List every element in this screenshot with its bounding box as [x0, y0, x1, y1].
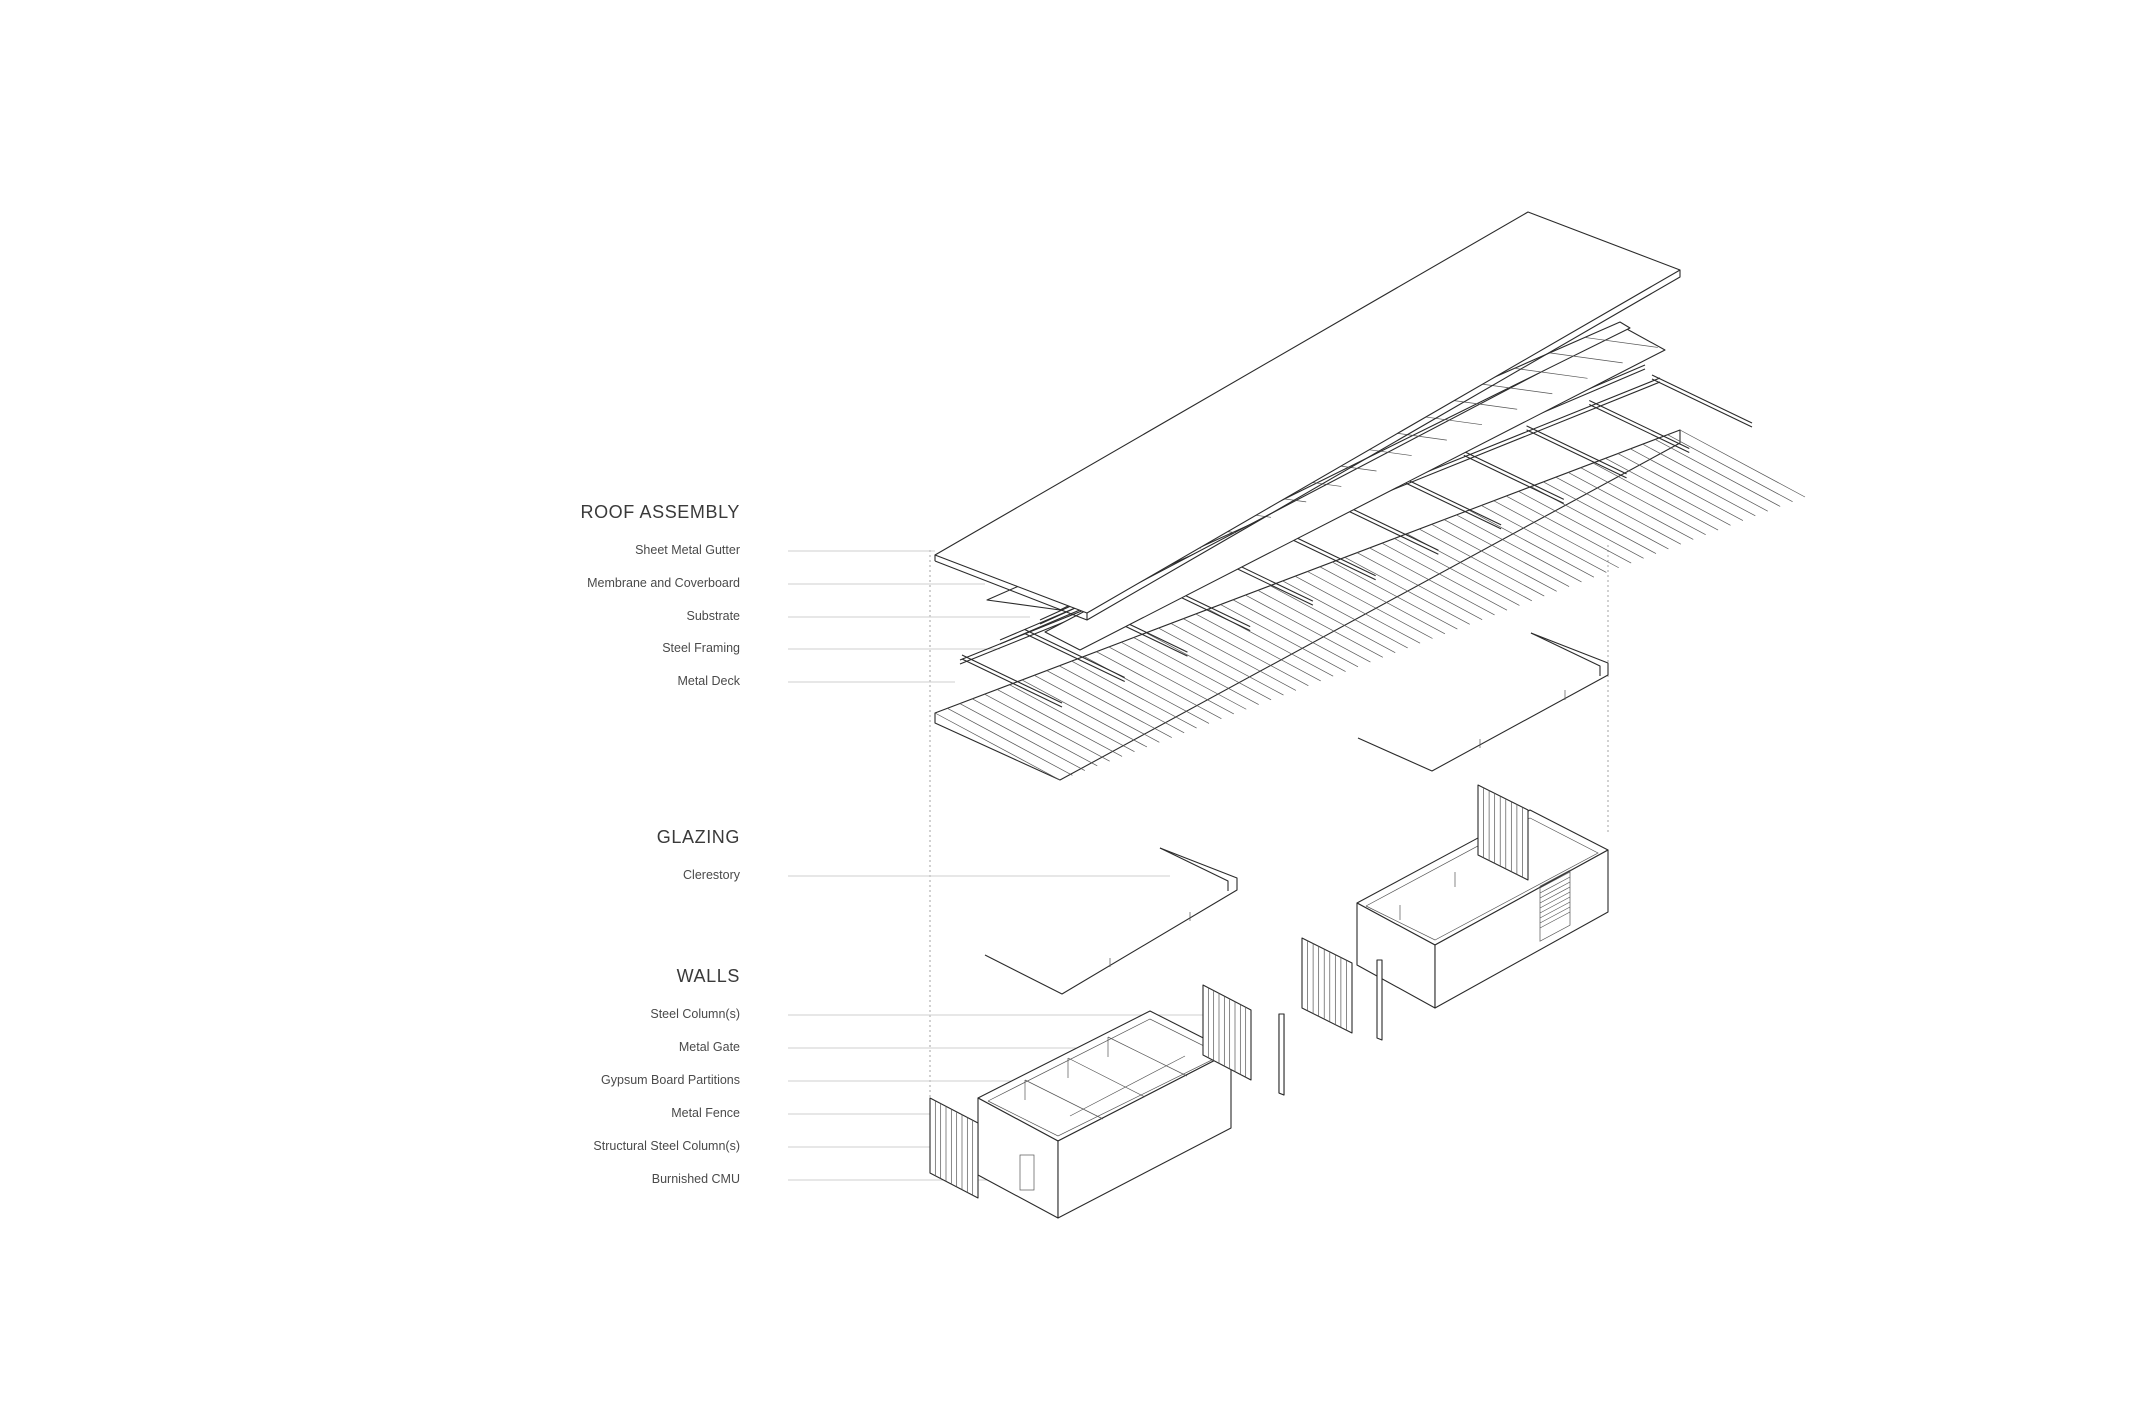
- label-structural-steel-columns: Structural Steel Column(s): [593, 1139, 740, 1153]
- cmu-block-left: [977, 1010, 1232, 1219]
- label-substrate: Substrate: [686, 609, 740, 623]
- heading-walls: WALLS: [676, 966, 740, 986]
- cmu-block-right: [1356, 809, 1609, 1009]
- label-burnished-cmu: Burnished CMU: [651, 1172, 740, 1186]
- metal-fence-left: [929, 1097, 979, 1199]
- metal-deck: [934, 429, 1806, 781]
- metal-fence-right: [1477, 784, 1529, 881]
- label-metal-fence: Metal Fence: [671, 1106, 740, 1120]
- sheet-metal-gutter: [934, 211, 1681, 621]
- label-steel-framing: Steel Framing: [662, 641, 740, 655]
- heading-glazing: GLAZING: [656, 827, 740, 847]
- label-metal-deck: Metal Deck: [677, 674, 740, 688]
- label-steel-columns: Steel Column(s): [650, 1007, 740, 1021]
- label-membrane-coverboard: Membrane and Coverboard: [587, 576, 740, 590]
- heading-roof-assembly: ROOF ASSEMBLY: [580, 502, 740, 522]
- steel-column-left: [1278, 1013, 1285, 1096]
- label-clerestory: Clerestory: [683, 868, 740, 882]
- label-metal-gate: Metal Gate: [678, 1040, 740, 1054]
- label-sheet-metal-gutter: Sheet Metal Gutter: [635, 543, 740, 557]
- alignment-lines: [929, 545, 1609, 1100]
- clerestory-glazing-left: [984, 847, 1238, 995]
- label-gypsum-partitions: Gypsum Board Partitions: [601, 1073, 740, 1087]
- metal-gate-left: [1202, 984, 1252, 1081]
- metal-gate-middle: [1301, 937, 1353, 1034]
- clerestory-glazing-right: [1357, 632, 1609, 772]
